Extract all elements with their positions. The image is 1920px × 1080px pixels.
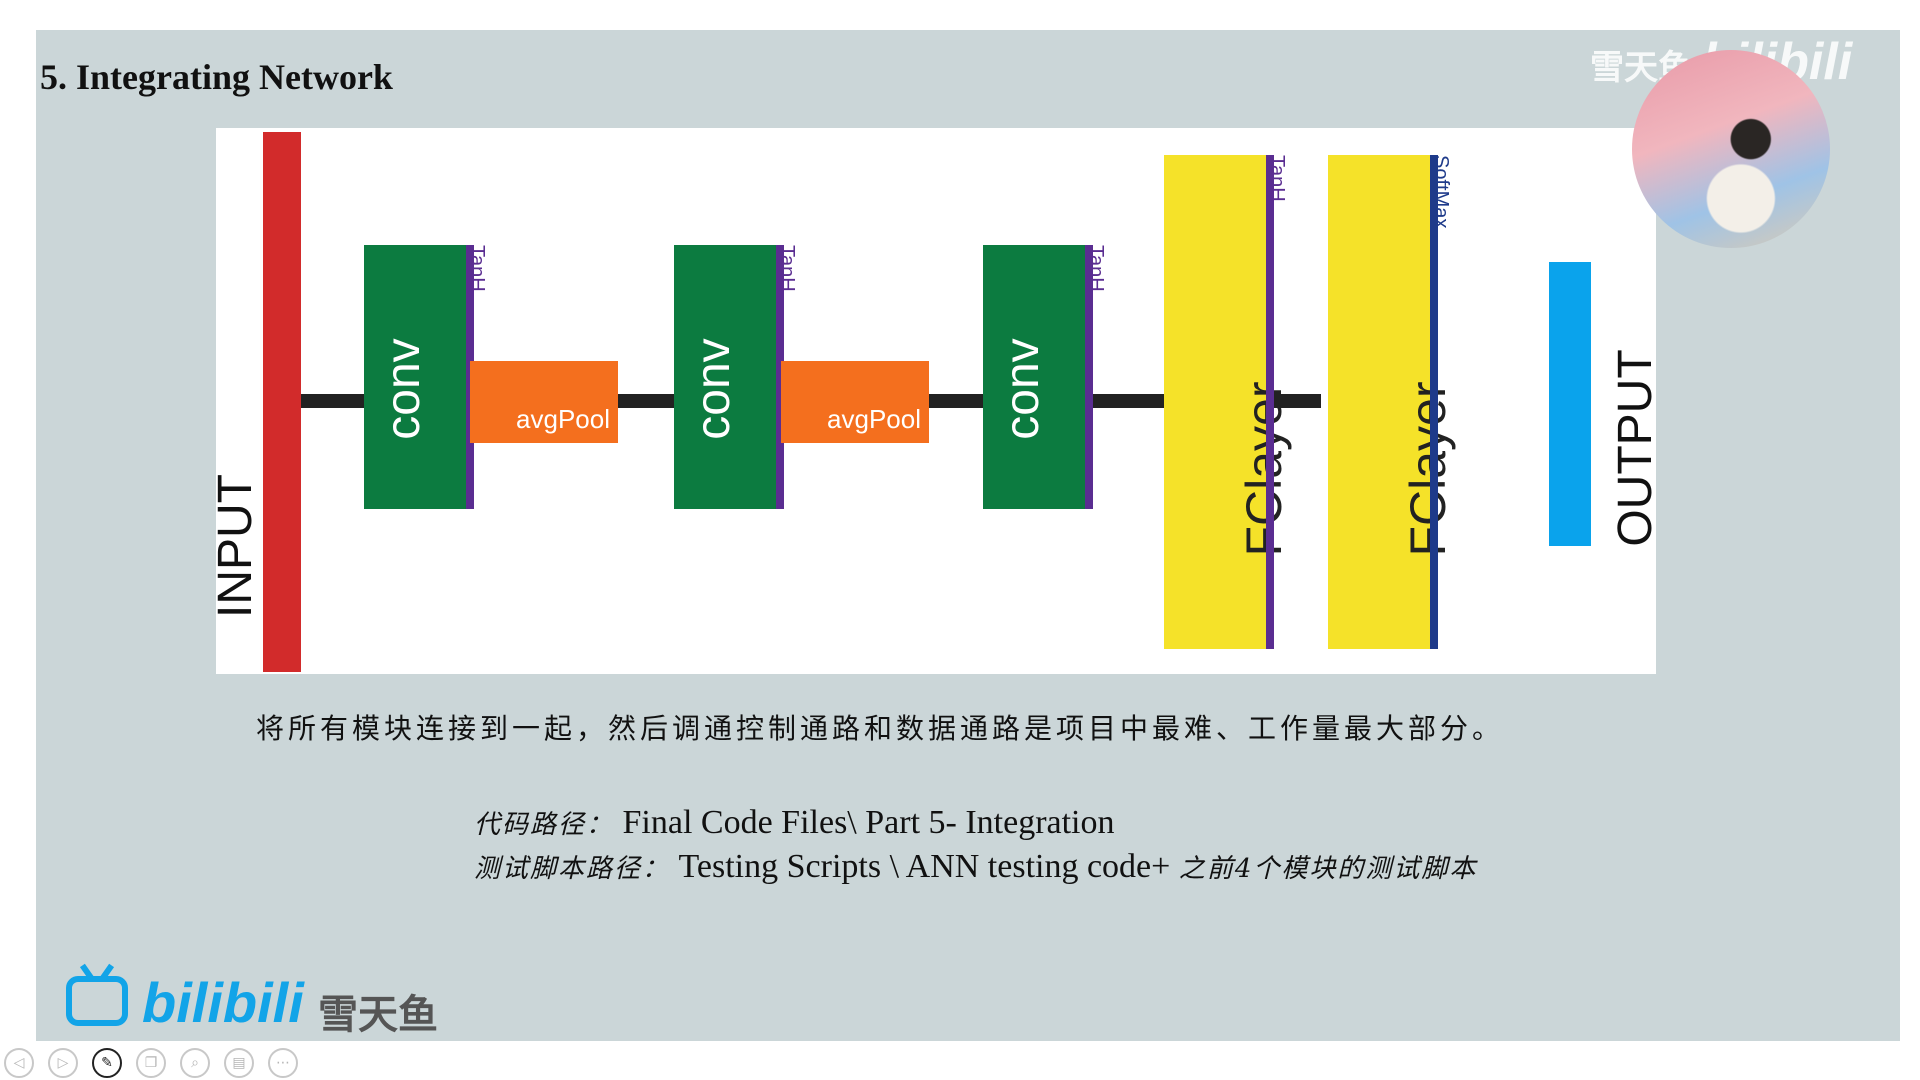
- fc-layer-2: FClayer: [1328, 155, 1456, 649]
- conv-label: conv: [687, 338, 740, 440]
- test-path-suffix: 之前4个模块的测试脚本: [1178, 854, 1478, 884]
- activation-stripe: [1085, 245, 1093, 509]
- activation-stripe: [1266, 155, 1274, 649]
- bilibili-logo-text: bilibili: [142, 971, 304, 1034]
- avgpool-label: avgPool: [516, 404, 610, 434]
- code-path-line: 代码路径： Final Code Files\ Part 5- Integrat…: [474, 804, 1115, 842]
- output-layer: [1549, 262, 1591, 546]
- slide-title: 5. Integrating Network: [40, 57, 393, 97]
- activation-stripe: [776, 245, 784, 509]
- slide-description: 将所有模块连接到一起，然后调通控制通路和数据通路是项目中最难、工作量最大部分。: [256, 712, 1505, 745]
- avgpool-layer-2: avgPool: [781, 361, 929, 443]
- presenter-avatar: [1632, 50, 1830, 248]
- conv-layer-1: conv: [364, 245, 466, 509]
- test-path-value: Testing Scripts \ ANN testing code+: [678, 848, 1171, 885]
- avgpool-label: avgPool: [827, 404, 921, 434]
- previous-icon[interactable]: ◁: [4, 1048, 34, 1078]
- test-path-label: 测试脚本路径：: [474, 854, 671, 884]
- activation-label-tanh: TanH: [1266, 155, 1288, 202]
- conv-label: conv: [377, 338, 430, 440]
- subtitle-icon[interactable]: ▤: [224, 1048, 254, 1078]
- activation-label-tanh: TanH: [776, 245, 798, 292]
- output-label: OUTPUT: [1609, 349, 1662, 547]
- code-path-value: Final Code Files\ Part 5- Integration: [622, 804, 1115, 841]
- softmax-stripe: [1430, 155, 1438, 649]
- copy-icon[interactable]: ❐: [136, 1048, 166, 1078]
- avgpool-layer-1: avgPool: [470, 361, 618, 443]
- pen-icon[interactable]: ✎: [92, 1048, 122, 1078]
- slide: 5. Integrating Network INPUT conv TanH a…: [36, 30, 1900, 1041]
- network-diagram: INPUT conv TanH avgPool conv TanH avgPoo…: [209, 128, 1662, 674]
- next-icon[interactable]: ▷: [48, 1048, 78, 1078]
- bilibili-tv-icon: [66, 976, 128, 1026]
- activation-label-softmax: SoftMax: [1430, 155, 1452, 229]
- fc-label: FClayer: [1400, 381, 1456, 557]
- conv-layer-3: conv: [983, 245, 1085, 509]
- fc-label: FClayer: [1236, 381, 1292, 557]
- fc-layer-1: FClayer: [1164, 155, 1292, 649]
- more-icon[interactable]: ⋯: [268, 1048, 298, 1078]
- test-path-line: 测试脚本路径： Testing Scripts \ ANN testing co…: [474, 848, 1477, 886]
- zoom-icon[interactable]: ⌕: [180, 1048, 210, 1078]
- activation-label-tanh: TanH: [1085, 245, 1107, 292]
- input-layer: [263, 132, 301, 672]
- channel-name: 雪天鱼: [318, 992, 438, 1038]
- conv-layer-2: conv: [674, 245, 776, 509]
- input-label: INPUT: [209, 474, 262, 618]
- code-path-label: 代码路径：: [474, 810, 615, 840]
- activation-label-tanh: TanH: [466, 245, 488, 292]
- conv-label: conv: [996, 338, 1049, 440]
